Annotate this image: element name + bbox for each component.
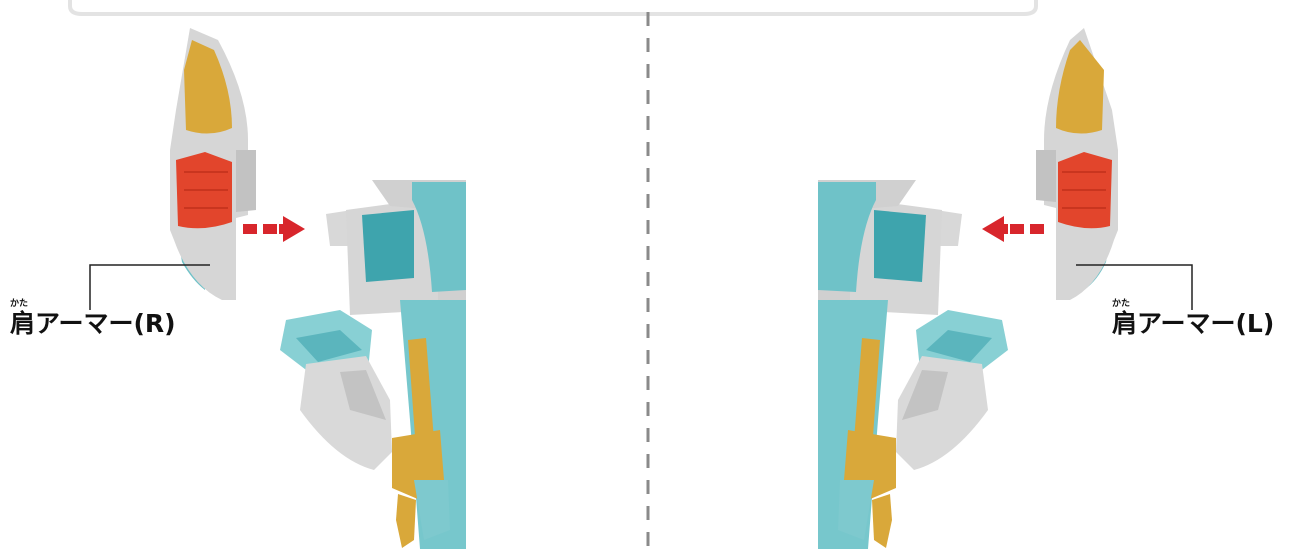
arrow-right-icon (243, 216, 305, 242)
label-shoulder-armor-r: かた 肩アーマー(R) (10, 300, 176, 336)
label-shoulder-armor-l: かた 肩アーマー(L) (1112, 300, 1274, 336)
shoulder-armor-r-part (170, 28, 256, 300)
shoulder-armor-l-part (1036, 28, 1118, 300)
label-ruby-r: かた (10, 300, 176, 309)
arrow-left-icon (982, 216, 1044, 242)
robot-body-r (280, 180, 466, 549)
label-text-l: 肩アーマー(L) (1112, 311, 1274, 336)
label-ruby-l: かた (1112, 300, 1274, 309)
top-frame-bar (70, 0, 1036, 14)
label-text-r: 肩アーマー(R) (10, 311, 176, 336)
robot-body-l (818, 180, 1008, 549)
